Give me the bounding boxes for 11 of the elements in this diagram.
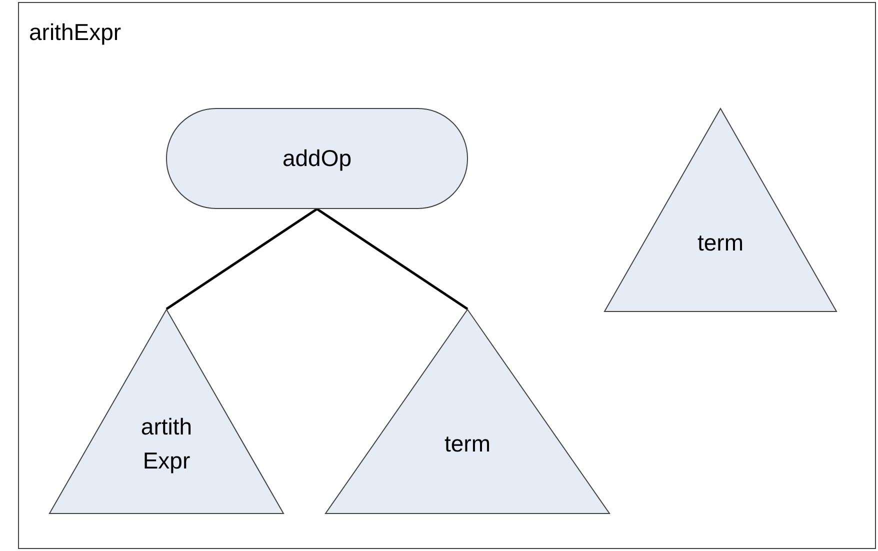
subtree-triangle: [604, 108, 837, 312]
node-label: addOp: [282, 145, 352, 172]
frame-title: arithExpr: [29, 19, 122, 46]
subtree-triangle: [49, 309, 284, 514]
tree-edge: [166, 208, 318, 310]
node-label: artith Expr: [140, 412, 194, 476]
node-label: term: [696, 228, 744, 257]
container-frame: [18, 2, 876, 549]
node-label: term: [444, 430, 492, 459]
tree-edge: [316, 208, 468, 310]
subtree-triangle: [325, 309, 610, 514]
